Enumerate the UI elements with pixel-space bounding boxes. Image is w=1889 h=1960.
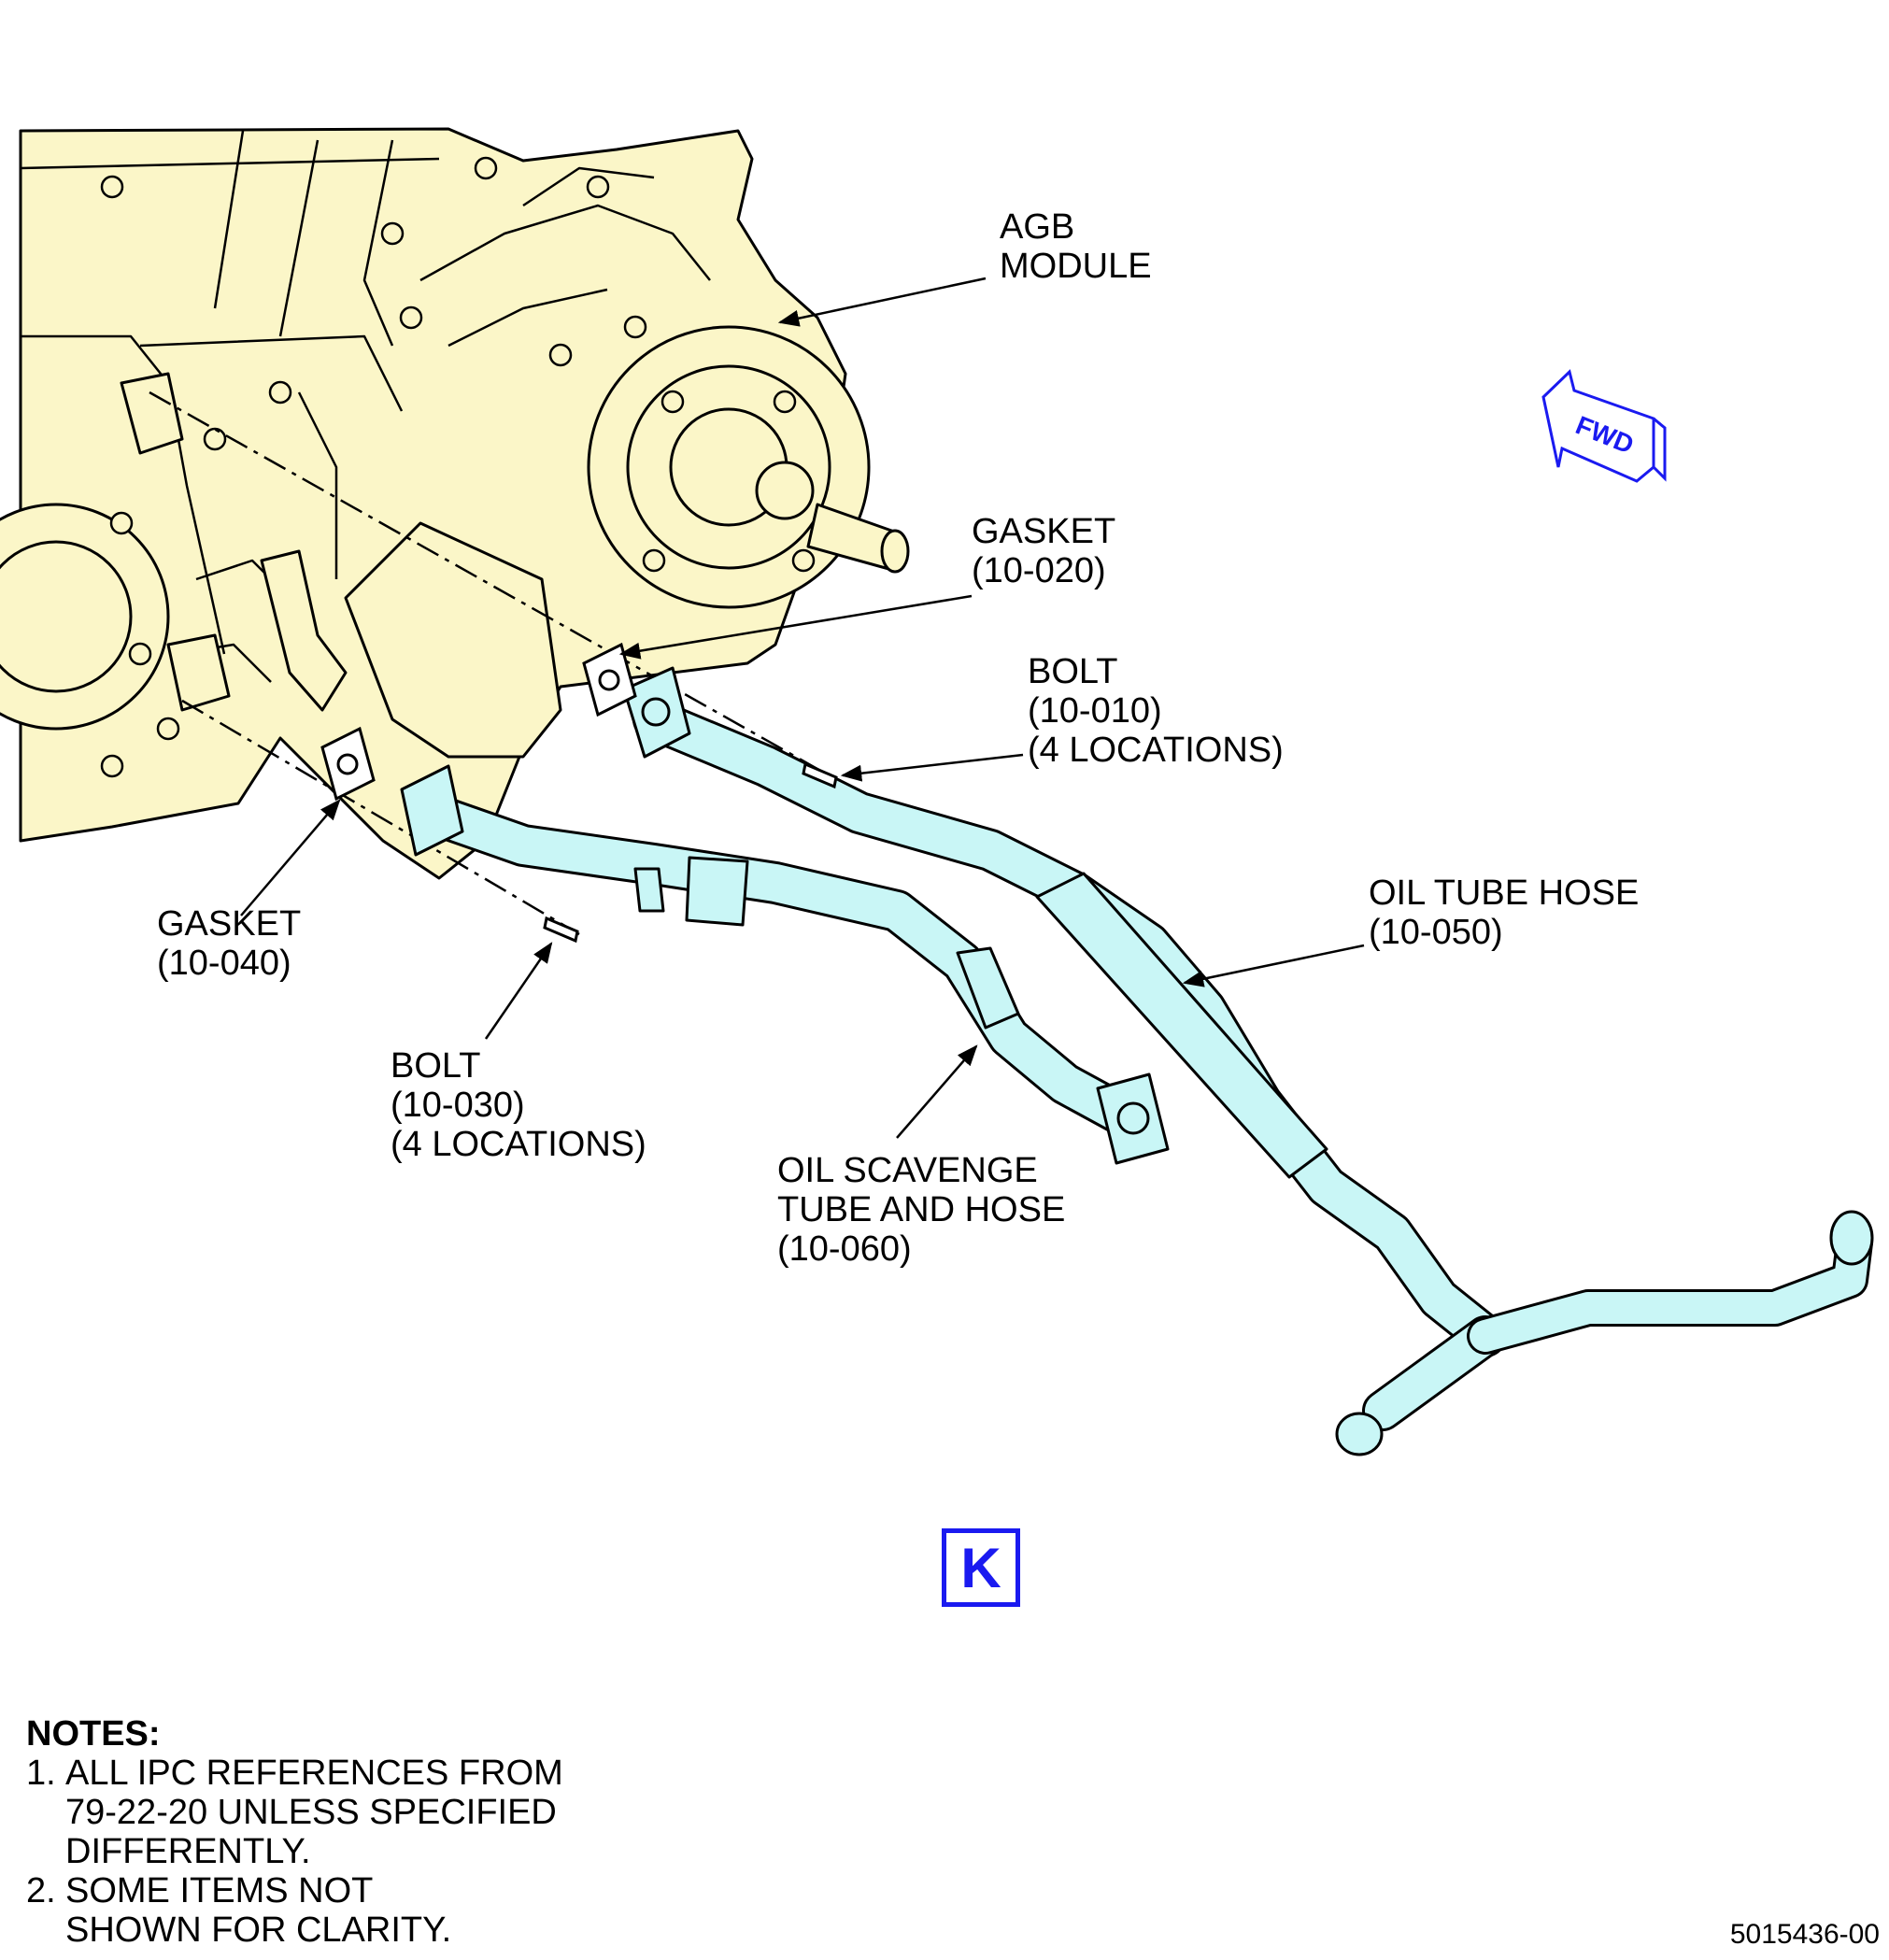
oil-scavenge-tube-and-hose — [400, 764, 1170, 1165]
label-gasket-10-040: GASKET (10-040) — [157, 904, 302, 983]
note-number: 2. — [26, 1871, 56, 1910]
leader-lines — [240, 277, 1365, 1139]
fwd-direction-arrow: FWD — [1541, 369, 1667, 483]
document-number: 5015436-00 — [1729, 1919, 1880, 1950]
lower-pad-flange — [166, 633, 231, 712]
bolt-10-010 — [802, 761, 838, 789]
hose-sleeve — [1035, 872, 1328, 1179]
gaskets — [320, 642, 637, 802]
bolt-10-030 — [543, 916, 579, 944]
note-item: 2. SOME ITEMS NOT SHOWN FOR CLARITY. — [26, 1871, 563, 1950]
label-gasket-10-020: GASKET (10-020) — [972, 512, 1116, 590]
scavenge-upper-flange — [400, 764, 464, 857]
note-text: ALL IPC REFERENCES FROM 79-22-20 UNLESS … — [65, 1754, 563, 1871]
note-item: 1. ALL IPC REFERENCES FROM 79-22-20 UNLE… — [26, 1754, 563, 1871]
note-text: SOME ITEMS NOT SHOWN FOR CLARITY. — [65, 1871, 452, 1950]
oil-tube-hose — [622, 666, 1874, 1456]
scavenge-clip — [633, 867, 665, 913]
view-letter-box: K — [942, 1528, 1020, 1607]
engine-agb-module — [0, 127, 910, 880]
bolts — [543, 761, 838, 944]
notes-block: NOTES: 1. ALL IPC REFERENCES FROM 79-22-… — [26, 1714, 563, 1950]
tee-end-fitting-left — [1335, 1412, 1384, 1456]
upper-pad-flange — [120, 372, 184, 455]
tee-end-fitting-right — [1829, 1210, 1874, 1266]
scavenge-hose-sleeve — [685, 856, 749, 927]
label-oil-scavenge-tube-and-hose: OIL SCAVENGE TUBE AND HOSE (10-060) — [777, 1151, 1066, 1269]
note-number: 1. — [26, 1754, 56, 1793]
alignment-lines — [149, 391, 846, 936]
scavenge-fitting — [956, 946, 1020, 1030]
notes-heading: NOTES: — [26, 1714, 161, 1754]
label-agb-module: AGB MODULE — [1000, 207, 1152, 286]
filter-canister — [344, 521, 562, 759]
bracket — [260, 549, 348, 712]
label-oil-tube-hose: OIL TUBE HOSE (10-050) — [1369, 873, 1640, 952]
label-bolt-10-030: BOLT (10-030) (4 LOCATIONS) — [391, 1046, 646, 1164]
label-bolt-10-010: BOLT (10-010) (4 LOCATIONS) — [1028, 652, 1284, 770]
